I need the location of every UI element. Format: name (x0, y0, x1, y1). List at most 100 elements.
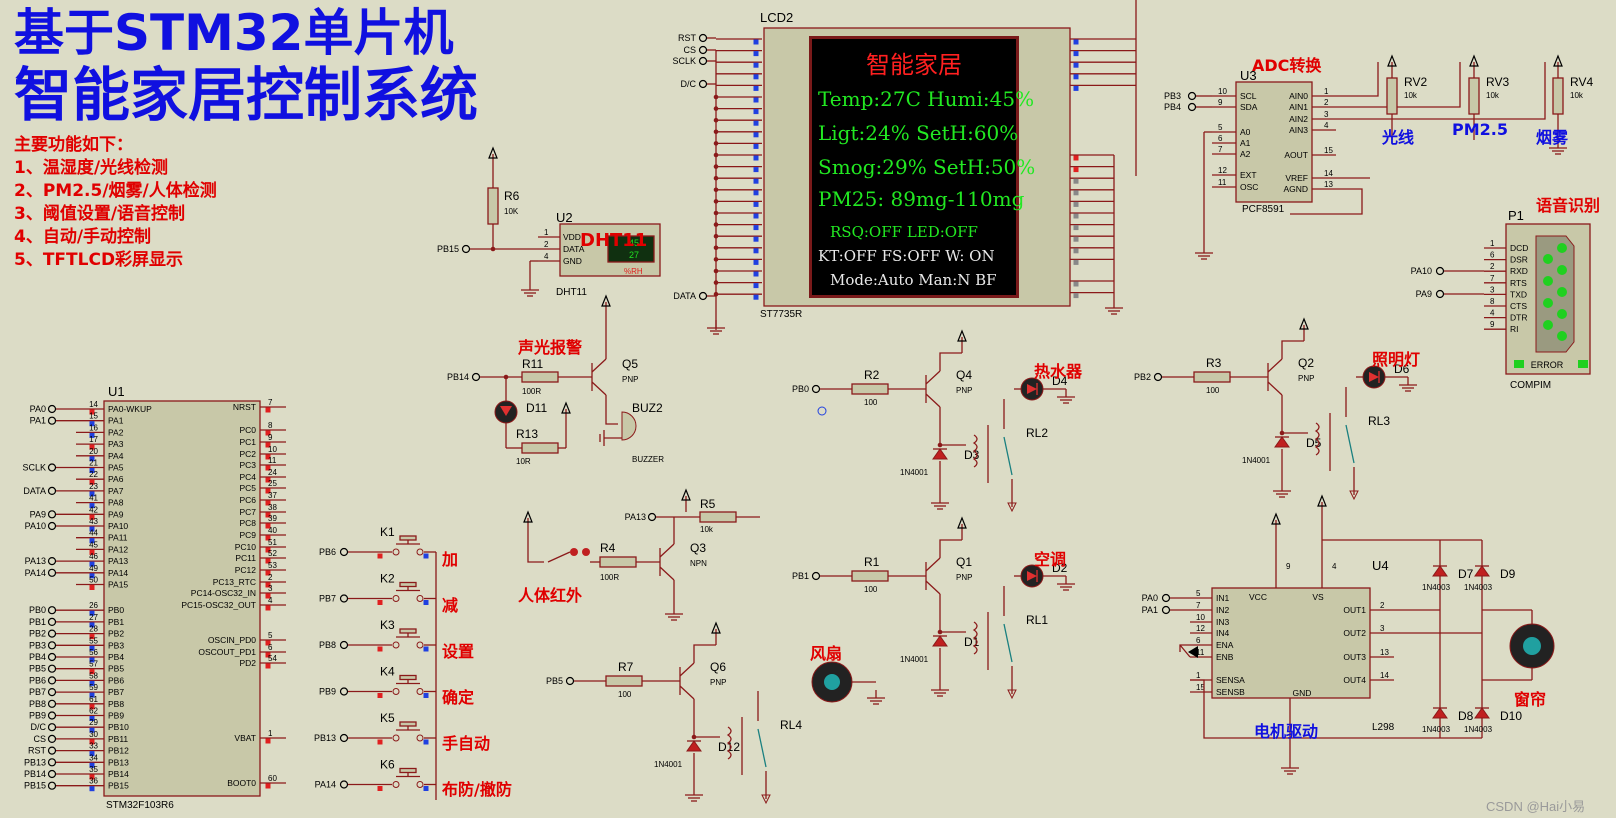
resistor (851, 383, 889, 395)
net-terminal (47, 629, 57, 638)
resistor-value: 100 (1206, 386, 1220, 395)
transistor (925, 557, 941, 572)
transistor-type: NPN (690, 559, 707, 568)
net-terminal (47, 463, 57, 472)
power-symbol (711, 621, 721, 634)
net-label: PA13 (25, 556, 46, 566)
pin-state-marker (265, 547, 271, 553)
pir-switch (547, 551, 571, 563)
pin-state-marker (753, 62, 759, 68)
driver-pin-name: OUT1 (1343, 605, 1366, 615)
lcd-line-temp: Temp:27C Humi:45% (818, 87, 1035, 111)
lcd-screen: 智能家居 Temp:27C Humi:45% Ligt:24% SetH:60%… (809, 36, 1035, 298)
net-terminal (47, 641, 57, 650)
relay-coil (972, 434, 978, 468)
diode-ref: D12 (718, 740, 740, 754)
dht-pullup-resistor (487, 187, 499, 225)
net-terminal (1187, 102, 1197, 112)
mcu-pin-name: PD2 (239, 658, 256, 668)
title-line-2: 智能家居控制系统 (14, 61, 479, 129)
net-terminal (339, 547, 349, 557)
pin-state-marker (89, 456, 95, 462)
pin-state-marker (265, 454, 271, 460)
pin-state-marker (1073, 190, 1079, 196)
mcu-pin-number: 17 (89, 435, 98, 444)
pin-state-marker (377, 786, 383, 791)
button-ref: K3 (380, 618, 395, 632)
transistor-ref: Q4 (956, 368, 972, 382)
pin-state-marker (89, 634, 95, 640)
mcu-pin-name: PC15-OSC32_OUT (181, 600, 256, 610)
mcu-pin-number: 52 (268, 549, 277, 558)
pin-state-marker (265, 500, 271, 506)
pin-state-marker (265, 570, 271, 576)
net-terminal (47, 521, 57, 531)
adc-pin-number: 7 (1218, 145, 1223, 154)
net-label: PA14 (315, 780, 336, 790)
pin-state-marker (89, 526, 95, 532)
bridge-diode (1432, 565, 1448, 577)
pin-state-marker (753, 155, 759, 161)
net-terminal (47, 652, 57, 662)
comport-pin-number: 4 (1490, 309, 1495, 318)
pin-state-marker (753, 143, 759, 149)
pin-state-marker (1073, 225, 1079, 231)
led-ref: D6 (1394, 362, 1410, 376)
net-terminal (47, 711, 57, 720)
pin-state-marker (1073, 259, 1079, 265)
driver-pin-number: 13 (1380, 648, 1389, 657)
net-label: PB1 (792, 571, 809, 581)
power-symbol (523, 510, 533, 523)
pin-state-marker (265, 593, 271, 599)
pin-state-marker (1073, 51, 1079, 57)
pin-state-marker (89, 444, 95, 450)
feature-item: 2、PM2.5/烟雾/人体检测 (14, 181, 217, 201)
relay-coil (1314, 422, 1320, 456)
mcu-pin-name: PB14 (108, 769, 129, 779)
driver-pin-number: 6 (1196, 636, 1201, 645)
comport-pin-number: 7 (1490, 274, 1495, 283)
wire (939, 539, 962, 558)
button-ref: K5 (380, 711, 395, 725)
wire (1336, 62, 1461, 108)
resistor-value: 10k (700, 525, 714, 534)
button-cap (399, 721, 417, 727)
relay-coil (972, 621, 978, 655)
mcu-pin-number: 1 (268, 729, 273, 738)
mcu-ref: U1 (108, 384, 125, 399)
pin-state-marker (753, 236, 759, 242)
mcu-pin-name: PA4 (108, 451, 124, 461)
net-label: PA13 (625, 512, 646, 522)
comport-pin-name: RXD (1510, 266, 1528, 276)
mcu-pin-name: PC9 (239, 530, 256, 540)
mcu-pin-name: OSCIN_PD0 (208, 635, 256, 645)
mcu-pin-name: PB15 (108, 781, 129, 791)
net-terminal (1153, 372, 1163, 382)
ground-arrow (1007, 689, 1017, 700)
adc-pin-name: OSC (1240, 182, 1258, 192)
button-cap (399, 628, 417, 634)
resistor-value: 10K (504, 207, 519, 216)
net-terminal (339, 594, 349, 603)
feature-item: 5、TFTLCD彩屏显示 (14, 250, 184, 270)
feature-list: 主要功能如下： 1、温湿度/光线检测 2、PM2.5/烟雾/人体检测 3、阈值设… (14, 134, 217, 272)
pin-state-marker (753, 74, 759, 80)
button-contact (416, 548, 424, 556)
adc-pin-name: AGND (1283, 184, 1308, 194)
comport-pin-name: DTR (1510, 313, 1527, 323)
transistor (591, 381, 607, 396)
curtain-label: 窗帘 (1514, 690, 1547, 709)
adc-title: ADC转换 (1252, 56, 1322, 75)
pin-state-marker (265, 442, 271, 448)
mcu-pin-number: 41 (89, 494, 98, 503)
mcu-pin-name: OSCOUT_PD1 (198, 647, 256, 657)
pin-state-marker (89, 645, 95, 651)
pin-state-marker (89, 692, 95, 698)
comport-pin-name: TXD (1510, 289, 1527, 299)
pin-state-marker (377, 693, 383, 698)
adc-pin-name: A0 (1240, 127, 1251, 137)
mcu-pin-number: 24 (268, 468, 277, 477)
driver-pin-number: 11 (1196, 648, 1205, 657)
net-terminal (47, 769, 57, 779)
lcd-line-pm25: PM25: 89mg-110mg (818, 187, 1025, 211)
